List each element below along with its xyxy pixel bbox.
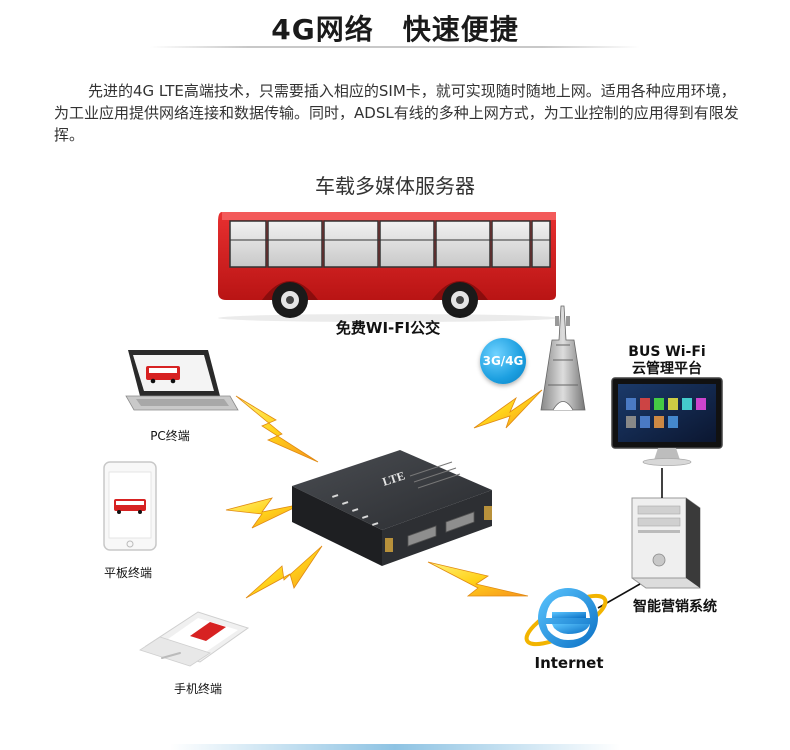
server-illustration	[631, 497, 701, 589]
monitor-illustration	[611, 377, 723, 466]
server-label: 智能营销系统	[633, 599, 717, 615]
intro-paragraph: 先进的4G LTE高端技术，只需要插入相应的SIM卡，就可实现随时随地上网。适用…	[54, 82, 739, 144]
pc-label: PC终端	[150, 429, 190, 443]
lightning-bolt-internet	[427, 561, 529, 597]
laptop-illustration	[125, 350, 239, 411]
title-divider	[150, 46, 640, 48]
cloud-platform-label: BUS Wi-Fi 云管理平台	[612, 344, 722, 378]
phone-label: 手机终端	[173, 682, 222, 696]
lightning-bolt-phone	[245, 545, 323, 599]
tower-illustration	[540, 305, 586, 411]
bus-label: 免费WI-FI公交	[335, 319, 441, 337]
lightning-bolt-pc	[235, 395, 319, 463]
network-badge: 3G/4G	[480, 338, 526, 384]
page-title: 4G网络 快速便捷	[271, 13, 519, 46]
cloud-label-line1: BUS Wi-Fi	[628, 344, 706, 360]
lightning-bolt-tablet	[225, 497, 303, 529]
cloud-label-line2: 云管理平台	[632, 361, 702, 377]
tablet-label: 平板终端	[103, 566, 152, 580]
lightning-bolt-tower	[473, 389, 543, 429]
bottom-decoration	[170, 744, 620, 750]
internet-explorer-icon	[524, 588, 608, 648]
tablet-illustration	[103, 461, 157, 551]
router-brand: LTE	[381, 468, 407, 488]
phone-illustration	[139, 611, 250, 667]
internet-label: Internet	[534, 654, 604, 672]
bus-illustration	[218, 212, 558, 322]
diagram-heading: 车载多媒体服务器	[315, 174, 475, 198]
router-illustration	[292, 450, 492, 566]
